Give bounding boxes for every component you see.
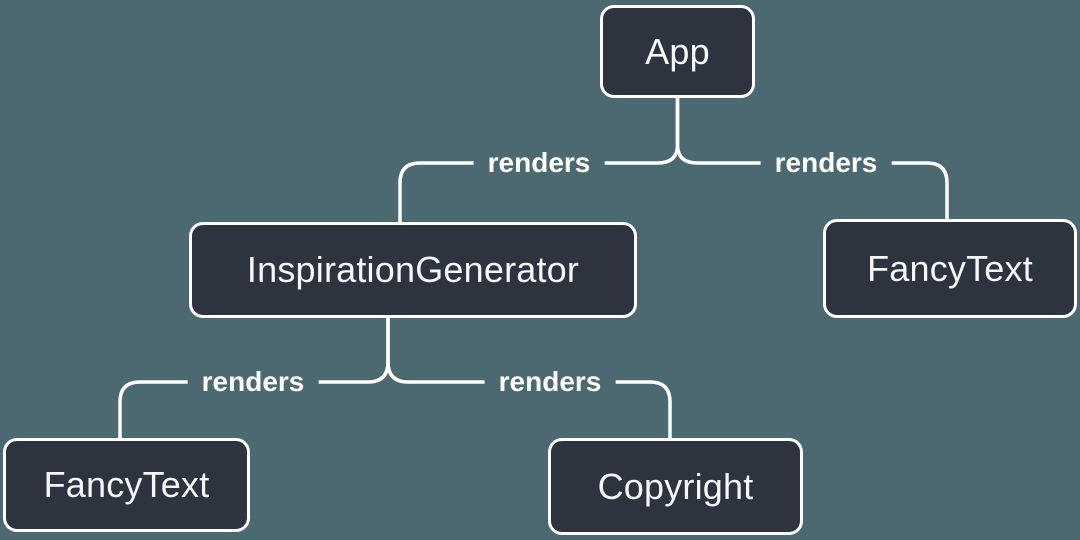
node-fancy-text-top: FancyText [823, 219, 1077, 318]
edge-label-inspiration-generator-fancy-text: renders [187, 364, 319, 400]
edge-label-app-inspiration-generator: renders [473, 145, 605, 181]
edge-label-app-fancy-text: renders [760, 145, 892, 181]
edge-label-inspiration-generator-copyright: renders [484, 364, 616, 400]
node-fancy-text-bottom: FancyText [3, 438, 250, 532]
node-copyright: Copyright [548, 438, 803, 535]
node-inspiration-generator: InspirationGenerator [189, 222, 637, 318]
node-app: App [600, 5, 755, 98]
